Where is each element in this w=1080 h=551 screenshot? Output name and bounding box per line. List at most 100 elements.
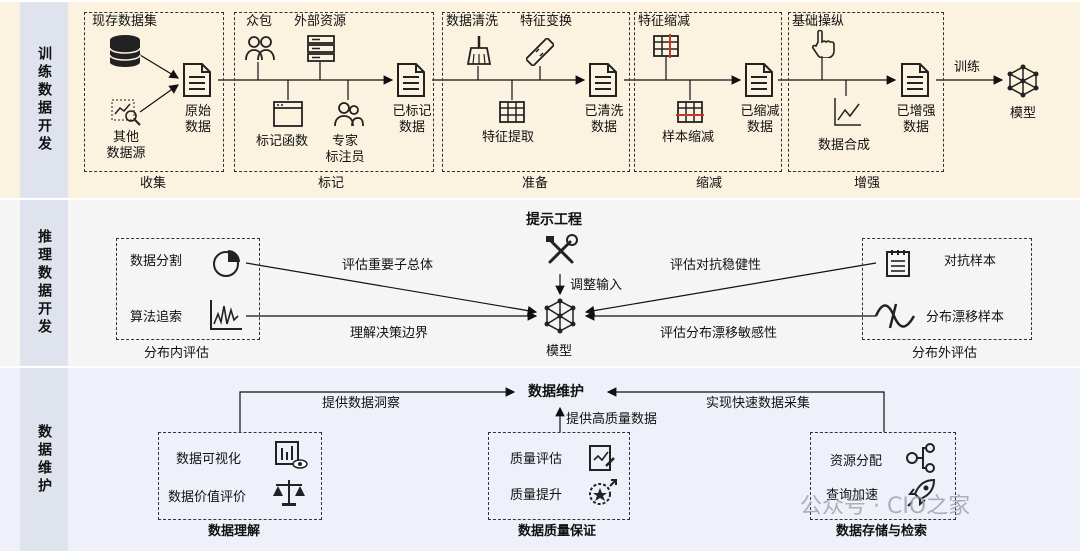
maintenance-band — [0, 368, 1080, 551]
sample-reduction-label: 样本缩减 — [662, 130, 715, 145]
sample-reduction-table-icon — [676, 101, 704, 123]
search-data-icon — [111, 99, 141, 126]
section-label-maintenance: 数据维护 — [20, 368, 68, 551]
rocket-icon — [907, 478, 936, 507]
synthesis-chart-icon — [834, 98, 861, 126]
inference-band — [0, 200, 1080, 366]
reduced-data-line-2: 数据 — [746, 120, 773, 135]
broom-icon — [466, 36, 492, 65]
data-understanding-box — [158, 432, 322, 520]
raw-data-document-icon — [183, 63, 211, 97]
quality-improvement-label: 质量提升 — [510, 488, 563, 503]
adversarial-sample-label: 对抗样本 — [944, 254, 997, 269]
crowd-icon — [245, 36, 275, 61]
basic-manipulation-label: 基础操纵 — [792, 14, 845, 29]
quality-medal-icon — [589, 479, 617, 505]
cleaned-data-line-1: 已清洗 — [584, 104, 624, 119]
section-label-training: 训练数据开发 — [20, 2, 68, 198]
understand-boundary-label: 理解决策边界 — [350, 326, 429, 341]
model-network-icon — [1007, 64, 1039, 98]
data-maintenance-title: 数据维护 — [528, 384, 584, 400]
tools-icon — [546, 234, 578, 264]
augment-stage-box — [788, 12, 944, 172]
provide-insight-label: 提供数据洞察 — [322, 396, 401, 411]
resource-allocation-label: 资源分配 — [830, 454, 883, 469]
labeled-data-line-1: 已标记 — [392, 104, 432, 119]
augmented-data-line-1: 已增强 — [896, 104, 936, 119]
raw-data-line-2: 数据 — [184, 120, 211, 135]
reduced-data-document-icon — [745, 63, 773, 97]
data-understanding-group-label: 数据理解 — [208, 524, 261, 539]
expert-annotator-label: 专家 标注员 — [320, 134, 370, 166]
cleaned-data-document-icon — [589, 63, 617, 97]
other-source-line-1: 其他 — [112, 130, 139, 145]
eval-robustness-label: 评估对抗稳健性 — [670, 258, 762, 273]
training-model-label: 模型 — [1010, 106, 1037, 121]
labeled-data-label: 已标记 数据 — [386, 104, 438, 136]
labeled-data-document-icon — [397, 63, 425, 97]
labeling-function-label: 标记函数 — [256, 134, 309, 149]
crowdsource-label: 众包 — [246, 14, 273, 29]
prompt-engineering-title: 提示工程 — [526, 212, 582, 228]
eval-shift-sensitivity-label: 评估分布漂移敏感性 — [660, 326, 778, 341]
recourse-chart-icon — [210, 300, 242, 330]
labeled-data-line-2: 数据 — [398, 120, 425, 135]
external-resource-label: 外部资源 — [294, 14, 347, 29]
out-distribution-box — [862, 238, 1032, 340]
augmented-data-label: 已增强 数据 — [890, 104, 942, 136]
data-visualization-label: 数据可视化 — [176, 452, 242, 467]
feature-table-icon — [499, 101, 525, 123]
augmented-data-line-2: 数据 — [902, 120, 929, 135]
database-icon — [109, 35, 141, 67]
augmented-data-document-icon — [901, 63, 929, 97]
raw-data-line-1: 原始 — [184, 104, 211, 119]
reduced-data-line-1: 已缩减 — [740, 104, 780, 119]
section-label-inference: 推理数据开发 — [20, 200, 68, 366]
label-stage-box — [234, 12, 434, 172]
reduce-stage-label: 缩减 — [696, 176, 723, 191]
inference-model-label: 模型 — [546, 344, 573, 359]
distribution-shift-wave-icon — [874, 303, 916, 329]
raw-data-label: 原始 数据 — [176, 104, 220, 136]
pie-chart-icon — [213, 250, 240, 277]
distribution-shift-sample-label: 分布漂移样本 — [926, 310, 1005, 325]
visualization-icon — [275, 441, 308, 469]
out-distribution-eval-label: 分布外评估 — [912, 346, 978, 361]
storage-retrieval-box — [810, 432, 956, 520]
fast-acquisition-label: 实现快速数据采集 — [706, 396, 811, 411]
quality-assessment-label: 质量评估 — [510, 452, 563, 467]
algorithmic-recourse-label: 算法追索 — [130, 310, 183, 325]
scale-icon — [273, 480, 305, 506]
train-arrow-label: 训练 — [954, 60, 981, 75]
prepare-stage-label: 准备 — [522, 176, 549, 191]
feature-reduction-table-icon — [653, 34, 679, 58]
hand-pointer-icon — [811, 29, 835, 58]
quality-check-icon — [589, 445, 615, 471]
training-band — [0, 2, 1080, 198]
inference-model-network-icon — [544, 298, 576, 334]
other-source-label: 其他 数据源 — [100, 130, 152, 162]
provide-quality-label: 提供高质量数据 — [566, 412, 658, 427]
in-distribution-eval-label: 分布内评估 — [144, 346, 210, 361]
feature-transform-label: 特征变换 — [520, 14, 573, 29]
cleaned-data-label: 已清洗 数据 — [578, 104, 630, 136]
quality-assurance-group-label: 数据质量保证 — [518, 524, 597, 539]
adjust-input-label: 调整输入 — [570, 278, 623, 293]
server-icon — [307, 35, 335, 62]
ruler-icon — [526, 38, 554, 66]
collect-stage-label: 收集 — [140, 176, 167, 191]
data-valuation-label: 数据价值评价 — [168, 490, 247, 505]
data-cleaning-label: 数据清洗 — [446, 14, 499, 29]
labeling-function-icon — [273, 101, 303, 127]
expert-annotator-icon — [334, 102, 364, 127]
data-split-label: 数据分割 — [130, 254, 183, 269]
section-label-inference-text: 推理数据开发 — [36, 229, 52, 337]
adversarial-notepad-icon — [886, 250, 910, 277]
cleaned-data-line-2: 数据 — [590, 120, 617, 135]
existing-dataset-label: 现存数据集 — [92, 14, 158, 29]
storage-retrieval-group-label: 数据存储与检索 — [836, 524, 928, 539]
section-label-maintenance-text: 数据维护 — [36, 423, 52, 496]
reduce-stage-box — [634, 12, 782, 172]
query-acceleration-label: 查询加速 — [826, 488, 879, 503]
eval-subpopulation-label: 评估重要子总体 — [342, 258, 434, 273]
